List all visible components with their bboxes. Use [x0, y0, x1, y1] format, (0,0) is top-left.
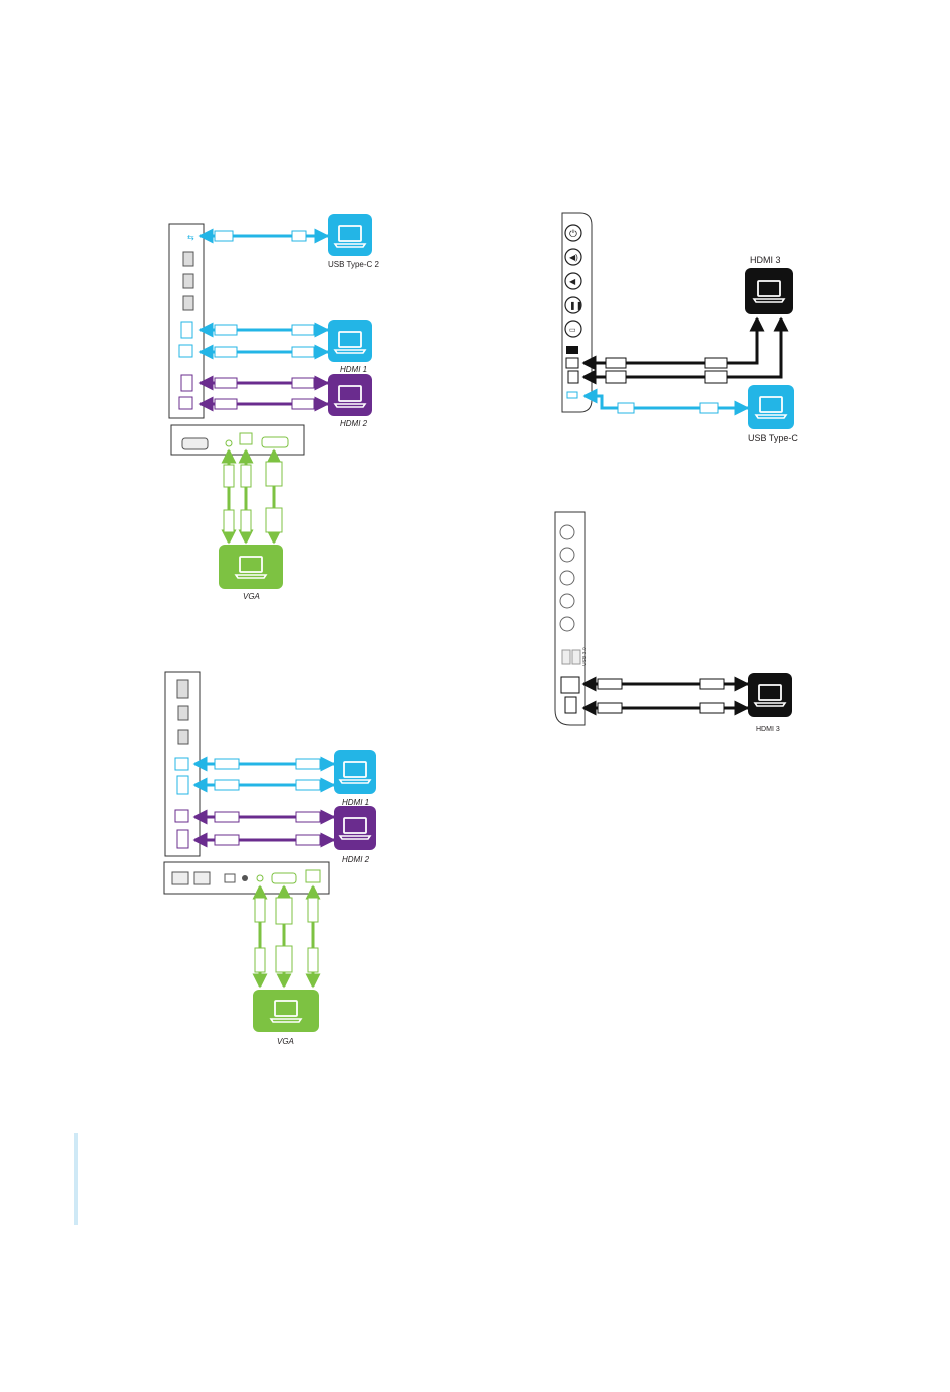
spdif-port [225, 874, 235, 882]
usb-port [178, 730, 188, 744]
laptop-hdmi3 [745, 268, 793, 314]
hdmi-port [177, 776, 188, 794]
volume-up-icon [560, 548, 574, 562]
usb-b-port [306, 870, 320, 882]
usb-c-cable [584, 396, 748, 408]
laptop-vga [219, 545, 283, 589]
audio-out-port [242, 875, 248, 881]
lan-port [172, 872, 188, 884]
audio-in-port [257, 875, 263, 881]
label-hdmi2: HDMI 2 [342, 855, 370, 864]
label-hdmi1: HDMI 1 [342, 798, 369, 807]
label-usb-c-2: USB Type-C 2 [328, 260, 380, 269]
hdmi-port [181, 322, 192, 338]
usb-b-port [561, 677, 579, 693]
usb-b-port [175, 810, 188, 822]
usb-port [572, 650, 580, 664]
label-usb-3: USB 3.0 [582, 647, 588, 666]
diagram-a: ⇆ USB Type-C 2 [169, 214, 380, 601]
hdmi-port [565, 697, 576, 713]
usb-port [183, 252, 193, 266]
usb-port [562, 650, 570, 664]
laptop-hdmi2 [328, 374, 372, 416]
usb-b-port [240, 433, 252, 444]
usb-port [178, 706, 188, 720]
hdmi-port [177, 830, 188, 848]
label-hdmi3: HDMI 3 [756, 726, 780, 733]
note-accent-bar [74, 1133, 78, 1225]
usb-b-port [175, 758, 188, 770]
diagram-d: USB 3.0 HDMI 3 [555, 512, 792, 733]
laptop-hdmi3 [748, 673, 792, 717]
lan-port [194, 872, 210, 884]
usb-cable-riser [735, 318, 757, 363]
svg-text:⏻: ⏻ [569, 229, 577, 240]
laptop-hdmi2 [334, 806, 376, 850]
laptop-hdmi1 [328, 320, 372, 362]
vga-port [182, 438, 208, 449]
label-vga: VGA [277, 1037, 294, 1046]
svg-text:❚❚: ❚❚ [569, 301, 582, 310]
laptop-usb-c [328, 214, 372, 256]
usb-port [183, 296, 193, 310]
laptop-vga [253, 990, 319, 1032]
pause-icon [560, 594, 574, 608]
label-hdmi2: HDMI 2 [340, 419, 368, 428]
hdmi-port [568, 371, 578, 383]
label-hdmi1: HDMI 1 [340, 365, 367, 374]
label-usb-c: USB Type-C [748, 433, 798, 443]
diagram-c: HDMI 1 HDMI 2 VGA [164, 672, 376, 1046]
svg-text:▭: ▭ [569, 327, 576, 334]
hdmi-port [177, 680, 188, 698]
usb-c-port-symbol: ⇆ [187, 233, 194, 242]
laptop-hdmi1 [334, 750, 376, 794]
input-icon [560, 617, 574, 631]
usb-b-port [566, 358, 578, 368]
usb-port [183, 274, 193, 288]
vga-port [262, 437, 288, 447]
usb-c-port [567, 392, 577, 398]
volume-down-icon [560, 571, 574, 585]
usb-b-port [179, 345, 192, 357]
hdmi-port [181, 375, 192, 391]
usb-port [566, 346, 578, 354]
vga-port [272, 873, 296, 883]
usb-b-port [179, 397, 192, 409]
svg-text:◀: ◀ [569, 277, 576, 286]
power-icon [560, 525, 574, 539]
diagram-b: ⏻ ◀) ◀ ❚❚ ▭ HDMI 3 USB Type-C [562, 213, 798, 443]
label-hdmi3: HDMI 3 [750, 255, 781, 265]
svg-text:◀): ◀) [569, 253, 578, 262]
audio-port [226, 440, 232, 446]
label-vga: VGA [243, 592, 260, 601]
laptop-usb-c [748, 385, 794, 429]
